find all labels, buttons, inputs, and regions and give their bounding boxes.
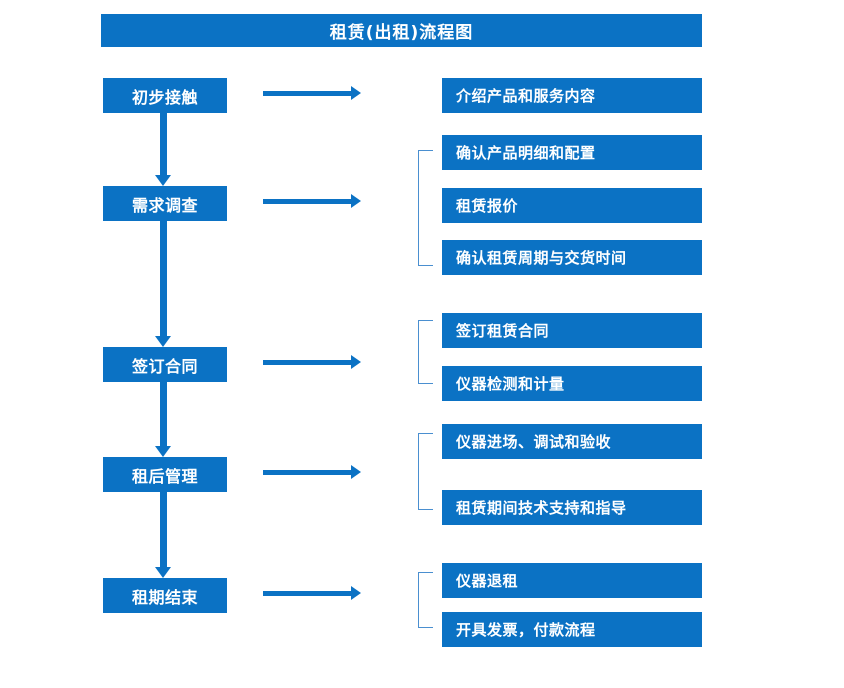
detail-box-label: 仪器退租 (456, 572, 519, 590)
detail-box[interactable]: 介绍产品和服务内容 (442, 78, 702, 113)
detail-box[interactable]: 租赁报价 (442, 188, 702, 223)
detail-box-label: 确认租赁周期与交货时间 (456, 249, 627, 267)
arrow-shaft (160, 381, 167, 446)
group-bracket-zuqijieshu (418, 572, 433, 628)
arrow-head (155, 175, 171, 186)
detail-box-label: 介绍产品和服务内容 (456, 87, 596, 105)
arrow-head (351, 586, 361, 600)
detail-box[interactable]: 租赁期间技术支持和指导 (442, 490, 702, 525)
group-bracket-xuqiudiaocha (418, 150, 433, 266)
detail-box-label: 仪器检测和计量 (456, 375, 565, 393)
stage-box-label: 租期结束 (131, 587, 198, 607)
stage-box-zuhouguanli[interactable]: 租后管理 (103, 457, 227, 492)
arrow-shaft (160, 220, 167, 336)
group-bracket-zuhouguanli (418, 433, 433, 510)
detail-box[interactable]: 仪器退租 (442, 563, 702, 598)
arrow-shaft (263, 91, 351, 96)
arrow-head (351, 355, 361, 369)
down-arrow-icon (155, 491, 171, 578)
group-bracket-qiandinghetong (418, 320, 433, 384)
down-arrow-icon (155, 112, 171, 186)
detail-box[interactable]: 签订租赁合同 (442, 313, 702, 348)
arrow-head (155, 336, 171, 347)
detail-box[interactable]: 确认租赁周期与交货时间 (442, 240, 702, 275)
stage-box-qiandinghetong[interactable]: 签订合同 (103, 347, 227, 382)
arrow-head (155, 567, 171, 578)
right-arrow-icon (263, 465, 361, 479)
detail-box[interactable]: 仪器检测和计量 (442, 366, 702, 401)
arrow-shaft (263, 360, 351, 365)
arrow-head (351, 194, 361, 208)
down-arrow-icon (155, 381, 171, 457)
right-arrow-icon (263, 194, 361, 208)
detail-box[interactable]: 仪器进场、调试和验收 (442, 424, 702, 459)
arrow-head (155, 446, 171, 457)
detail-box-label: 仪器进场、调试和验收 (456, 433, 612, 451)
detail-box[interactable]: 开具发票，付款流程 (442, 612, 702, 647)
stage-box-xuqiudiaocha[interactable]: 需求调查 (103, 186, 227, 221)
right-arrow-icon (263, 86, 361, 100)
arrow-shaft (160, 491, 167, 567)
arrow-shaft (263, 470, 351, 475)
arrow-shaft (263, 591, 351, 596)
arrow-head (351, 86, 361, 100)
down-arrow-icon (155, 220, 171, 347)
stage-box-label: 签订合同 (131, 356, 198, 376)
arrow-head (351, 465, 361, 479)
detail-box-label: 开具发票，付款流程 (456, 621, 596, 639)
stage-box-zuqijieshu[interactable]: 租期结束 (103, 578, 227, 613)
detail-box-label: 签订租赁合同 (456, 322, 550, 340)
detail-box-label: 租赁报价 (456, 197, 519, 215)
arrow-shaft (263, 199, 351, 204)
right-arrow-icon (263, 586, 361, 600)
detail-box-label: 租赁期间技术支持和指导 (456, 499, 627, 517)
stage-box-label: 需求调查 (131, 195, 198, 215)
stage-box-chubujiechu[interactable]: 初步接触 (103, 78, 227, 113)
stage-box-label: 租后管理 (131, 466, 198, 486)
right-arrow-icon (263, 355, 361, 369)
page-title: 租赁(出租)流程图 (101, 14, 702, 47)
detail-box[interactable]: 确认产品明细和配置 (442, 135, 702, 170)
stage-box-label: 初步接触 (131, 87, 198, 107)
detail-box-label: 确认产品明细和配置 (456, 144, 596, 162)
arrow-shaft (160, 112, 167, 175)
